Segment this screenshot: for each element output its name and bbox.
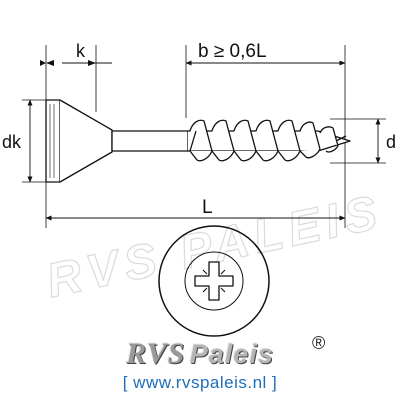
screw-head-top-view [158, 225, 270, 337]
brand-logo: RVS Paleis ® [0, 333, 400, 373]
label-dk: dk [2, 132, 22, 152]
website-link[interactable]: [ www.rvspaleis.nl ] [122, 373, 278, 392]
label-L: L [202, 197, 213, 218]
screw-threads [189, 119, 347, 162]
screw-shank [112, 130, 189, 152]
screw-side-view [45, 99, 351, 183]
brand-name-rvs: RVS [126, 337, 186, 370]
screw-head-face [45, 99, 61, 183]
dimension-lines [27, 60, 381, 221]
label-d: d [386, 132, 396, 152]
registered-mark: ® [312, 333, 326, 353]
pozi-drive-icon [194, 261, 234, 301]
brand-name-paleis: Paleis [189, 339, 274, 369]
dimension-k-arrows [40, 60, 96, 66]
screw-head-countersink [59, 99, 113, 183]
head-recess-circle [184, 251, 244, 311]
label-k: k [76, 41, 86, 61]
label-b-rule: b ≥ 0,6L [198, 41, 267, 62]
brand-wordmark: RVS Paleis [0, 337, 400, 371]
head-outer-circle [158, 225, 270, 337]
